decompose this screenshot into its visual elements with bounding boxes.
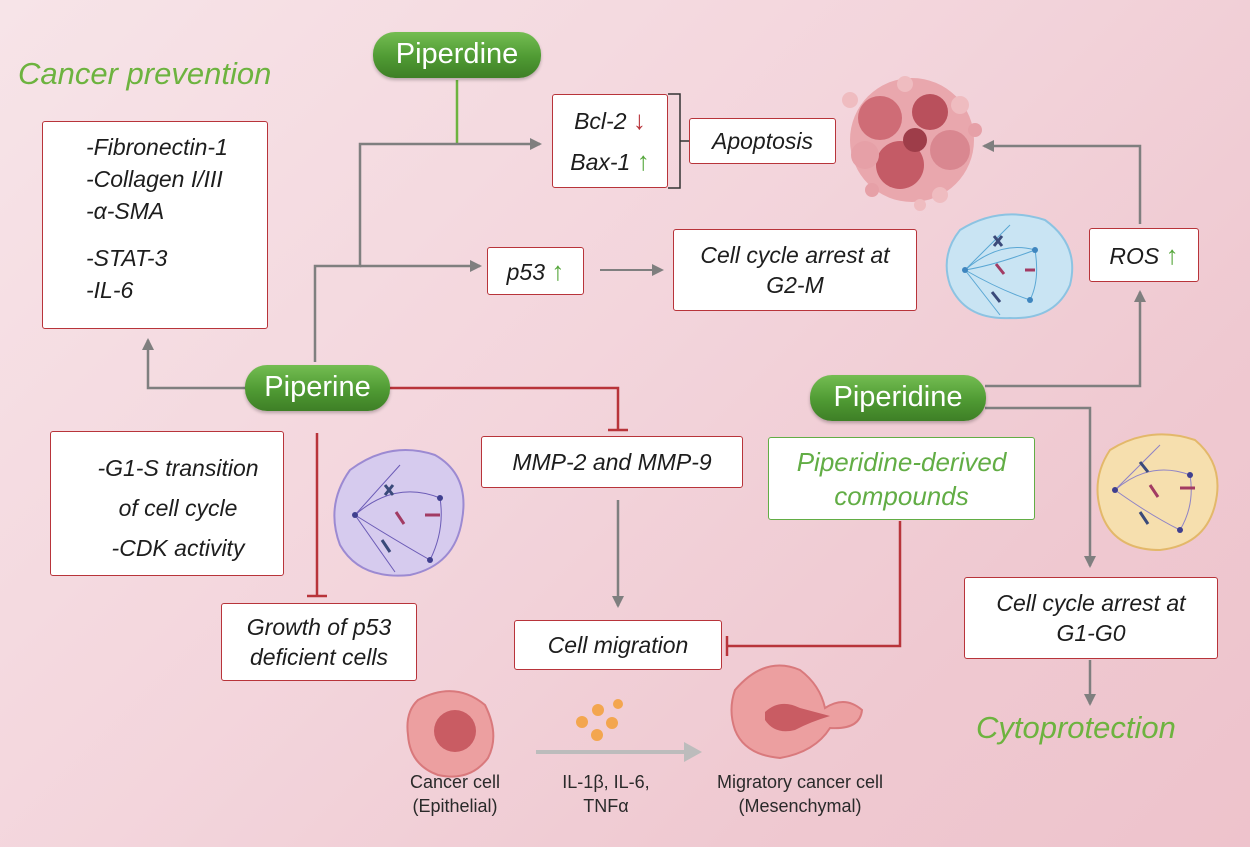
- bcl-bax-box: Bcl-2 ↓ Bax-1 ↑: [552, 94, 668, 188]
- bcl-bracket: [668, 93, 690, 189]
- inhibit-to-migration: [727, 521, 902, 648]
- migratory-cell-caption: Migratory cancer cell (Mesenchymal): [690, 770, 910, 818]
- apoptotic-cell-illustration: [842, 76, 982, 211]
- inhibition-list: -Fibronectin-1 -Collagen I/III -α-SMA -S…: [86, 131, 228, 306]
- caption-line: (Epithelial): [412, 796, 498, 816]
- caption-line: TNFα: [583, 796, 629, 816]
- cell-migration-box: Cell migration: [514, 620, 722, 670]
- g2m-arrest-box: Cell cycle arrest at G2-M: [673, 229, 917, 311]
- list-item: -STAT-3: [86, 245, 168, 271]
- growth-p53-box: Growth of p53 deficient cells: [221, 603, 417, 681]
- section-title-cytoprotection: Cytoprotection: [976, 710, 1176, 745]
- cytokine-dots-illustration: [576, 699, 623, 741]
- cytokines-caption: IL-1β, IL-6, TNFα: [546, 770, 666, 818]
- bax1-row: Bax-1 ↑: [553, 141, 667, 182]
- yellow-mitotic-cell-illustration: [1096, 433, 1219, 552]
- ros-label: ROS: [1109, 243, 1160, 269]
- epithelial-cancer-cell-illustration: [406, 690, 495, 778]
- purple-mitotic-cell-illustration: [333, 449, 465, 577]
- up-arrow-icon: ↑: [636, 146, 650, 176]
- ros-box: ROS ↑: [1089, 228, 1199, 282]
- p53-box: p53 ↑: [487, 247, 584, 295]
- cell-cycle-inhibition-list: -G1-S transition of cell cycle -CDK acti…: [80, 448, 276, 568]
- cancer-cell-caption: Cancer cell (Epithelial): [390, 770, 520, 818]
- caption-line: (Mesenchymal): [738, 796, 862, 816]
- caption-line: Migratory cancer cell: [716, 772, 884, 792]
- p53-label: p53: [506, 259, 545, 285]
- caption-line: IL-1β, IL-6,: [562, 772, 650, 792]
- caption-line: Cancer cell: [409, 772, 501, 792]
- list-item: -α-SMA: [86, 198, 165, 224]
- list-item: -Fibronectin-1: [86, 134, 228, 160]
- bcl2-row: Bcl-2 ↓: [553, 100, 667, 141]
- cell-cycle-inhibition-box: [50, 431, 284, 576]
- arrow-to-g1g0: [985, 406, 1096, 568]
- piperidine-node: Piperidine: [810, 375, 986, 421]
- migratory-cancer-cell-illustration: [730, 664, 864, 760]
- list-item: -Collagen I/III: [86, 166, 223, 192]
- arrow-to-ros: [985, 290, 1146, 388]
- up-arrow-icon: ↑: [551, 256, 565, 286]
- apoptosis-box: Apoptosis: [689, 118, 836, 164]
- up-arrow-icon: ↑: [1165, 240, 1179, 270]
- piperdine-node: Piperdine: [373, 32, 541, 78]
- list-item: -IL-6: [86, 277, 134, 303]
- arrow-ros-apoptosis: [982, 140, 1142, 224]
- list-item: of cell cycle: [118, 495, 238, 521]
- inhibition-list-box: [42, 121, 268, 329]
- piperine-node: Piperine: [245, 365, 390, 411]
- list-item: -G1-S transition: [97, 455, 259, 481]
- bax1-label: Bax-1: [570, 149, 631, 175]
- down-arrow-icon: ↓: [632, 105, 646, 135]
- bcl2-label: Bcl-2: [574, 108, 627, 134]
- blue-mitotic-cell-illustration: [945, 213, 1074, 320]
- mmp-box: MMP-2 and MMP-9: [481, 436, 743, 488]
- g1g0-arrest-box: Cell cycle arrest at G1-G0: [964, 577, 1218, 659]
- piperidine-derived-box: Piperidine-derived compounds: [768, 437, 1035, 520]
- list-item: -CDK activity: [111, 535, 245, 561]
- arrow-to-prevention-list: [142, 338, 250, 390]
- section-title-cancer-prevention: Cancer prevention: [18, 56, 272, 91]
- inhibit-to-mmp: [390, 386, 620, 430]
